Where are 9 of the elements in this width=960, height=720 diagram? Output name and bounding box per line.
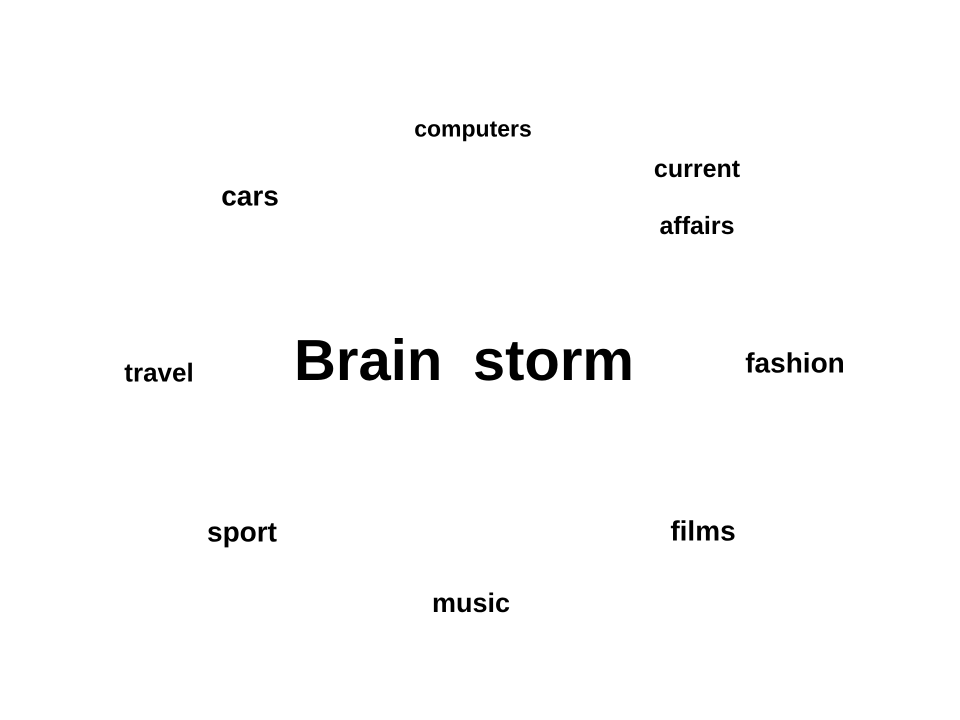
topic-word: travel [124, 358, 194, 388]
topic-word: films [670, 516, 736, 548]
topic-word: current affairs [654, 154, 740, 242]
title: Brain storm [294, 329, 634, 393]
topic-word: fashion [745, 348, 845, 380]
topic-word: computers [414, 116, 532, 142]
topic-word: sport [207, 518, 277, 548]
topic-word: music [432, 589, 510, 619]
topic-word: cars [221, 182, 279, 212]
